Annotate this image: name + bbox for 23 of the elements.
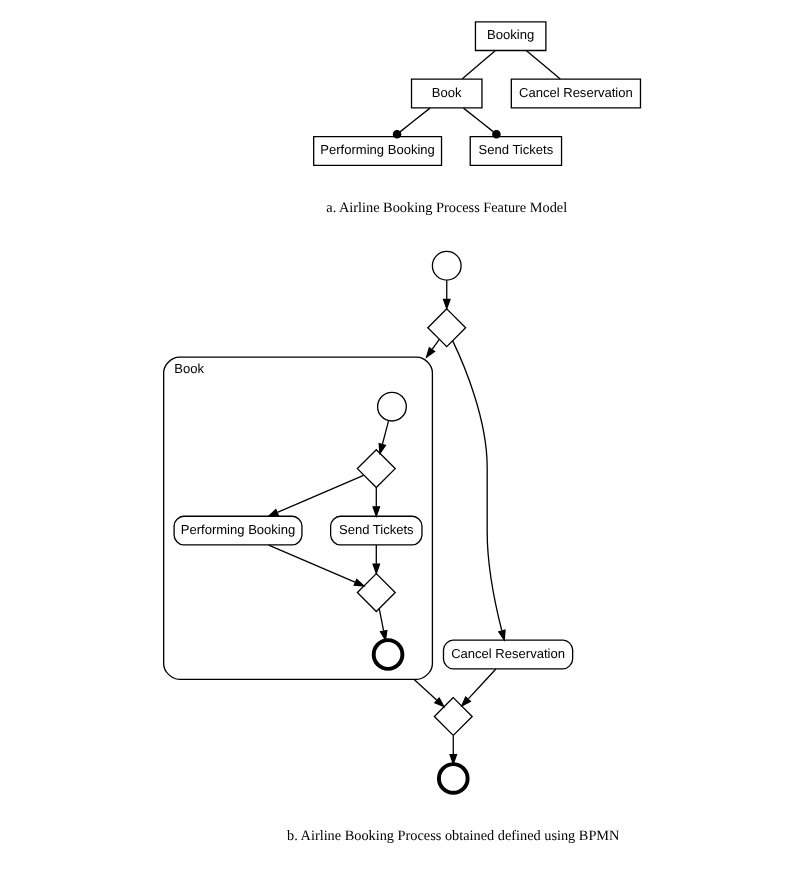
arrow	[449, 735, 458, 766]
arrow	[266, 474, 365, 517]
arrow	[460, 668, 497, 708]
arrow	[372, 487, 381, 518]
node-circle	[436, 762, 470, 795]
connector	[461, 50, 496, 80]
arrow	[378, 420, 390, 456]
arrow	[452, 340, 506, 642]
arrow	[442, 279, 451, 311]
node-diamond	[356, 572, 397, 613]
arrow	[372, 544, 381, 576]
arrow	[378, 608, 388, 642]
arrow	[268, 544, 366, 587]
node-circle	[431, 250, 462, 281]
node-circle	[376, 391, 407, 422]
node-diamond	[426, 307, 467, 348]
connector	[462, 107, 501, 139]
node-diamond	[356, 448, 397, 489]
node-circle	[371, 638, 405, 671]
connector	[392, 107, 431, 139]
arrow	[425, 339, 440, 359]
connector	[525, 50, 561, 80]
arrow	[413, 678, 446, 708]
